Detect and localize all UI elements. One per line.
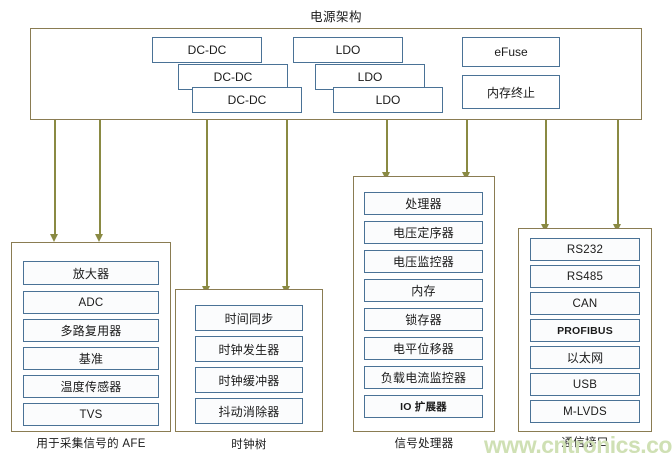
- arrow-head-afe-1: [50, 234, 58, 242]
- afe-item-reference[interactable]: 基准: [23, 347, 159, 370]
- signal-item-memory[interactable]: 内存: [364, 279, 483, 302]
- comm-item-rs485[interactable]: RS485: [530, 265, 640, 288]
- signal-item-voltage-sequencer[interactable]: 电压定序器: [364, 221, 483, 244]
- arrow-line-comm-2: [617, 120, 619, 226]
- comm-item-rs232[interactable]: RS232: [530, 238, 640, 261]
- power-cell-ldo-3[interactable]: LDO: [333, 87, 443, 113]
- power-cell-ldo-1[interactable]: LDO: [293, 37, 403, 63]
- arrow-line-comm-1: [545, 120, 547, 226]
- group-caption-comm-interface: 通信接口: [561, 437, 609, 449]
- comm-item-usb[interactable]: USB: [530, 373, 640, 396]
- power-cell-dcdc-2[interactable]: DC-DC: [178, 64, 288, 90]
- page-title: 电源架构: [309, 10, 362, 24]
- signal-item-voltage-monitor[interactable]: 电压监控器: [364, 250, 483, 273]
- afe-item-multiplexer[interactable]: 多路复用器: [23, 319, 159, 342]
- clock-item-jitter-cleaner[interactable]: 抖动消除器: [195, 398, 303, 424]
- arrow-line-clock-2: [286, 120, 288, 288]
- clock-item-time-sync[interactable]: 时间同步: [195, 305, 303, 331]
- power-cell-memory-termination[interactable]: 内存终止: [462, 75, 560, 109]
- clock-item-clock-buffer[interactable]: 时钟缓冲器: [195, 367, 303, 393]
- arrow-line-afe-1: [54, 120, 56, 236]
- arrow-line-signal-2: [466, 120, 468, 174]
- signal-item-processor[interactable]: 处理器: [364, 192, 483, 215]
- power-cell-ldo-2[interactable]: LDO: [315, 64, 425, 90]
- arrow-line-clock-1: [206, 120, 208, 288]
- signal-item-io-expander[interactable]: IO 扩展器: [364, 395, 483, 418]
- afe-item-temperature-sensor[interactable]: 温度传感器: [23, 375, 159, 398]
- comm-item-can[interactable]: CAN: [530, 292, 640, 315]
- signal-item-load-current-monitor[interactable]: 负载电流监控器: [364, 366, 483, 389]
- power-cell-efuse[interactable]: eFuse: [462, 37, 560, 67]
- afe-item-tvs[interactable]: TVS: [23, 403, 159, 426]
- comm-item-ethernet[interactable]: 以太网: [530, 346, 640, 369]
- comm-item-profibus[interactable]: PROFIBUS: [530, 319, 640, 342]
- arrow-line-signal-1: [386, 120, 388, 174]
- group-caption-afe: 用于采集信号的 AFE: [36, 438, 146, 450]
- group-frame-signal-processor: [353, 176, 495, 432]
- signal-item-level-shifter[interactable]: 电平位移器: [364, 337, 483, 360]
- group-caption-signal-processor: 信号处理器: [394, 438, 454, 450]
- arrow-line-afe-2: [99, 120, 101, 236]
- clock-item-clock-generator[interactable]: 时钟发生器: [195, 336, 303, 362]
- signal-item-latch[interactable]: 锁存器: [364, 308, 483, 331]
- afe-item-amplifier[interactable]: 放大器: [23, 261, 159, 285]
- power-cell-dcdc-3[interactable]: DC-DC: [192, 87, 302, 113]
- afe-item-adc[interactable]: ADC: [23, 291, 159, 314]
- power-cell-dcdc-1[interactable]: DC-DC: [152, 37, 262, 63]
- arrow-head-afe-2: [95, 234, 103, 242]
- group-caption-clock-tree: 时钟树: [231, 439, 267, 451]
- comm-item-mlvds[interactable]: M-LVDS: [530, 400, 640, 423]
